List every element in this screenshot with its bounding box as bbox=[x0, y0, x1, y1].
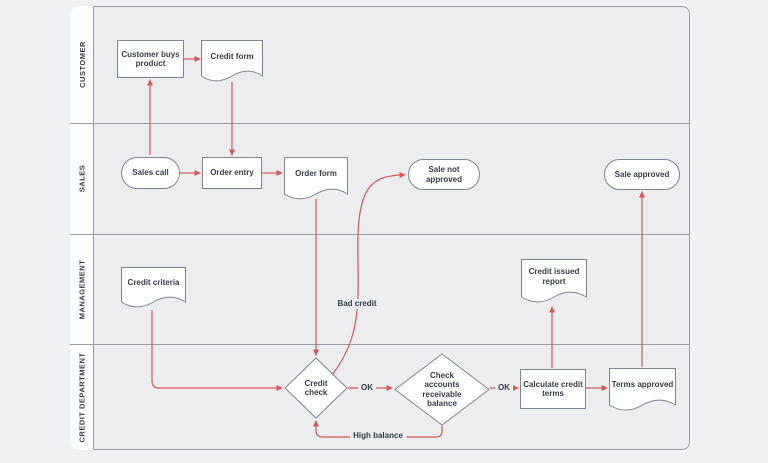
edge-label-ok-credit-check: OK bbox=[358, 383, 376, 393]
lane-label-management: MANAGEMENT bbox=[77, 259, 87, 319]
node-sale-not-approved-label: Sale not approved bbox=[425, 165, 462, 184]
node-calculate-credit-terms-label: Calculate credit terms bbox=[523, 379, 583, 399]
edge-label-high-balance: High balance bbox=[350, 431, 406, 441]
node-customer-buys-product[interactable]: Customer buys product bbox=[117, 40, 184, 78]
node-customer-buys-product-label: Customer buys product bbox=[121, 49, 180, 69]
node-credit-issued-report[interactable]: Credit issued report bbox=[521, 259, 587, 305]
node-credit-check-label: Credit check bbox=[304, 378, 328, 398]
edge-label-bad-credit: Bad credit bbox=[334, 299, 380, 309]
node-terms-approved[interactable]: Terms approved bbox=[609, 368, 676, 413]
lane-label-customer: CUSTOMER bbox=[77, 41, 87, 88]
node-credit-check[interactable]: Credit check bbox=[284, 357, 348, 419]
node-order-form[interactable]: Order form bbox=[284, 157, 348, 202]
node-sale-approved-label: Sale approved bbox=[614, 169, 670, 179]
node-order-entry-label: Order entry bbox=[210, 168, 254, 178]
node-credit-form-label: Credit form bbox=[210, 51, 254, 61]
lane-divider-management-credit bbox=[70, 344, 690, 345]
node-sale-not-approved[interactable]: Sale not approved bbox=[408, 159, 480, 190]
lane-label-column bbox=[70, 6, 94, 450]
node-terms-approved-label: Terms approved bbox=[611, 380, 674, 390]
node-credit-issued-report-label: Credit issued report bbox=[528, 267, 580, 286]
node-sales-call[interactable]: Sales call bbox=[121, 157, 180, 189]
lane-divider-customer-sales bbox=[70, 123, 690, 124]
node-order-entry[interactable]: Order entry bbox=[202, 157, 262, 189]
node-credit-form[interactable]: Credit form bbox=[201, 40, 263, 84]
node-credit-criteria-label: Credit criteria bbox=[127, 278, 180, 288]
node-sales-call-label: Sales call bbox=[132, 168, 169, 178]
node-order-form-label: Order form bbox=[295, 169, 337, 179]
node-sale-approved[interactable]: Sale approved bbox=[604, 159, 680, 190]
edge-label-ok-balance: OK bbox=[495, 383, 513, 393]
node-check-accounts-receivable[interactable]: Check accounts receivable balance bbox=[394, 353, 490, 426]
lane-label-credit-department: CREDIT DEPARTMENT bbox=[77, 351, 87, 443]
lane-divider-sales-management bbox=[70, 234, 690, 235]
node-check-accounts-receivable-label: Check accounts receivable balance bbox=[422, 370, 462, 409]
lane-label-sales: SALES bbox=[77, 164, 87, 193]
node-calculate-credit-terms[interactable]: Calculate credit terms bbox=[520, 369, 586, 409]
node-credit-criteria[interactable]: Credit criteria bbox=[121, 267, 186, 310]
